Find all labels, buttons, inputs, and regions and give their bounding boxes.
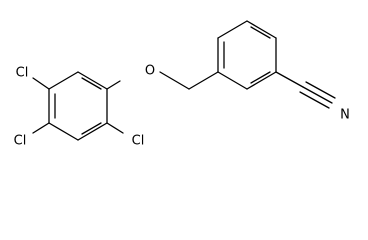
ring-bond <box>217 71 248 90</box>
triple-bond-line <box>299 91 330 109</box>
oxygen-label: O <box>145 64 155 79</box>
chemical-structure: Cl Cl Cl O N <box>0 0 368 152</box>
benzonitrile-ring <box>217 20 277 90</box>
chlorine-top-label: Cl <box>16 66 29 81</box>
chlorine-right-label: Cl <box>132 134 145 149</box>
ring-double-bond-inner <box>250 71 271 84</box>
trichlorophenyl-ring <box>48 71 108 141</box>
methylene-aryl-bond <box>188 71 219 90</box>
ring-bond <box>246 71 277 90</box>
triple-bond-line <box>302 86 333 104</box>
ring-bond <box>48 122 79 141</box>
triple-bond <box>299 81 336 109</box>
cl-right-bond <box>106 122 124 134</box>
triple-bond-line <box>305 81 336 99</box>
ring-bond <box>77 122 108 141</box>
oxygen-methylene-bond <box>159 71 190 90</box>
nitrogen-label: N <box>340 108 350 123</box>
ring-bond <box>217 20 248 39</box>
ring-bond <box>77 71 108 90</box>
aryl-oxygen-bond <box>106 80 121 90</box>
cl-top-bond <box>32 77 50 90</box>
canvas-background <box>0 0 368 152</box>
ring-bond <box>246 20 277 39</box>
ring-double-bond-inner <box>250 26 271 39</box>
cl-left-bond <box>32 122 50 134</box>
ring-double-bond-inner <box>81 122 102 135</box>
ring-double-bond-inner <box>81 77 102 90</box>
ring-nitrile-bond <box>275 71 304 88</box>
chlorine-left-label: Cl <box>14 134 27 149</box>
ring-bond <box>48 71 79 90</box>
